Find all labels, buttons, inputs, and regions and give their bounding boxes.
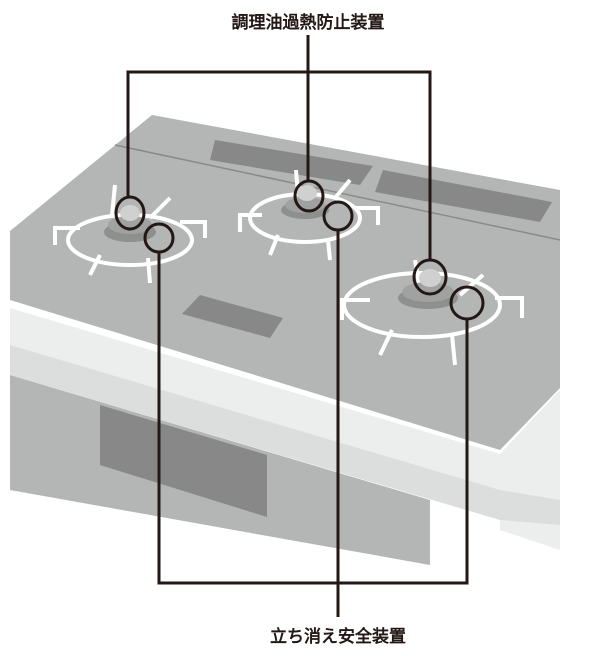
front-strip-mid: [10, 345, 560, 525]
vent-left: [210, 140, 373, 185]
flame-failure-safety-label: 立ち消え安全装置: [270, 627, 406, 647]
overheat-sensor-left-marker: [114, 195, 146, 231]
burner-left: [53, 184, 207, 284]
front-strip-light: [10, 308, 560, 520]
leader-lines: [114, 35, 485, 617]
bottom-bracket-line: [157, 230, 469, 617]
overheat-sensor-center-marker: [293, 179, 325, 213]
oil-overheat-prevention-label: 調理油過熱防止装置: [231, 13, 385, 33]
burner-right: [340, 259, 524, 366]
stove-body: [10, 115, 561, 565]
vent-right: [375, 170, 552, 222]
top-bracket-line: [126, 35, 432, 260]
cabinet-panel: [100, 405, 267, 517]
overheat-sensor-right-marker: [412, 258, 448, 296]
control-panel-window: [182, 295, 283, 338]
